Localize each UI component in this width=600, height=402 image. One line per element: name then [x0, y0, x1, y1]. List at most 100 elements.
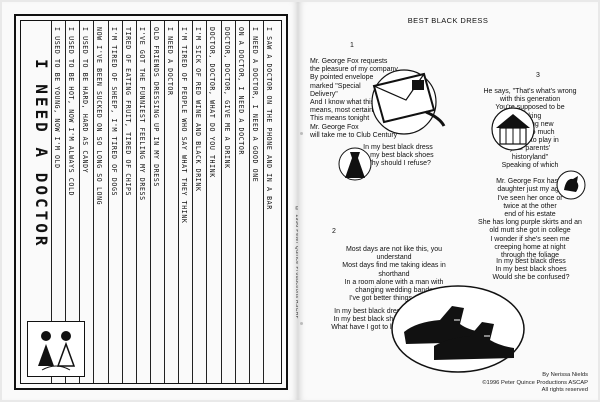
lyric-rule [65, 21, 66, 383]
lyric-line: Most days are not like this, you [345, 246, 443, 253]
lyric-line: I've got better things planned [349, 295, 439, 303]
lyric-line: I USED TO BE HARD, HARD AS CANDY [81, 27, 89, 174]
lyric-line: understand [376, 254, 412, 262]
lyric-line: Would she be confused? [492, 274, 570, 282]
lyric-line: In my best black dress [363, 144, 433, 151]
lyric-line: twice at the other [503, 202, 557, 210]
envelope-illustration-icon [371, 69, 446, 135]
lyric-line: He says, "That's what's wrong [483, 88, 577, 95]
song-title: BEST BLACK DRESS [407, 16, 489, 25]
lyric-rule [93, 21, 94, 383]
lyric-line: What have I got to lose? [331, 324, 407, 332]
lyric-line: TIRED OF EATING FRUIT, TIRED OF CHIPS [124, 27, 132, 197]
lyric-line: end of his estate [504, 211, 556, 219]
lyric-frame-inner: I NEED A DOCTOR I USED TO BE YOUNG, NOW … [20, 20, 282, 384]
lyric-line: creeping home at night [494, 243, 566, 251]
lyric-line: daughter just my age [497, 186, 563, 194]
lyric-line: with this generation [499, 96, 561, 104]
lyric-rule [192, 21, 193, 383]
lyric-line: Mr. George Fox requests [310, 58, 388, 65]
lyric-line: will take me to Club Century [310, 131, 398, 139]
lyric-rule [108, 21, 109, 383]
lyric-line: I'VE GOT THE FUNNIEST FEELING MY DRESS [138, 27, 146, 201]
lyric-line: In my best black shoes [495, 266, 567, 274]
lyric-line: old mutt she got in college [489, 227, 571, 235]
lyric-line: NOW I'VE BEEN SUCKED ON SO LONG SO LONG [95, 27, 103, 206]
lyric-rule [122, 21, 123, 383]
lyric-line: I'M TIRED OF PEOPLE WHO SAY WHAT THEY TH… [180, 27, 188, 224]
lyric-line: In my best black dress [496, 258, 566, 265]
lyric-line: I'M SICK OF RED WINE AND BLACK DRINK [194, 27, 202, 192]
binding-hole [300, 132, 303, 135]
lyric-columns: I USED TO BE YOUNG, NOW I'M OLD I USED TO… [51, 21, 279, 383]
lyric-line: I'M TIRED OF SHEEP, I'M TIRED OF DOGS [110, 27, 118, 197]
lyric-rule [206, 21, 207, 383]
credit-block: By Nerissa Nields ©1996 Peter Quince Pro… [482, 372, 588, 394]
house-illustration-icon [491, 107, 535, 151]
black-shoes-illustration-icon [391, 285, 525, 373]
lyric-line: In my best black dress [334, 308, 404, 315]
credit-author: By Nerissa Nields [542, 372, 588, 379]
lyric-frame: I NEED A DOCTOR I USED TO BE YOUNG, NOW … [14, 14, 300, 390]
lyric-line: OLD FRIENDS DRESSING UP IN MY DRESS [152, 27, 160, 187]
binding-hole [300, 322, 303, 325]
lyric-line: I USED TO BE YOUNG, NOW I'M OLD [53, 27, 61, 169]
lyric-rule [221, 21, 222, 383]
lyric-line: shorthand [378, 270, 410, 278]
lyric-line: And I know what this [310, 99, 375, 107]
lyric-rule [178, 21, 179, 383]
lyric-rule [263, 21, 264, 383]
dress-icon [338, 147, 372, 181]
lyric-rule [235, 21, 236, 383]
lyric-rule [79, 21, 80, 383]
verse-number-1: 1 [350, 42, 354, 49]
lyric-line: I USED TO BE HOT, NOW I'M ALWAYS COLD [67, 27, 75, 197]
lyric-line: Speaking of which [501, 161, 559, 169]
lyric-line: I wonder if she's seen me [490, 235, 570, 243]
lyric-rule [249, 21, 250, 383]
lyric-line: Mr. George Fox [310, 123, 359, 131]
lyric-line: Most days find me taking ideas in [342, 262, 446, 270]
lyric-line: In my best black shoes [362, 152, 434, 160]
lyric-line: Mr. George Fox has a [496, 178, 564, 186]
lyric-line: your parents' [509, 145, 551, 153]
dog-illustration-icon [556, 170, 586, 200]
lyric-line: changing wedding bands [355, 287, 433, 295]
lyric-line: By pointed envelope [310, 74, 374, 82]
left-page: I NEED A DOCTOR I USED TO BE YOUNG, NOW … [2, 2, 300, 400]
lyric-line: You're supposed to be [495, 104, 565, 112]
lyric-line: This means tonight [310, 115, 370, 123]
lyric-line: In my best black shoes [333, 316, 405, 324]
lyric-rule [164, 21, 165, 383]
lyric-rule [51, 21, 52, 383]
left-side-credit: © 1996 Peter Quince Productions ASCAP [294, 206, 300, 320]
credit-rights: All rights reserved [541, 386, 588, 393]
lyric-line: marked "Special [310, 82, 361, 90]
lyric-line: ON A DOCTOR, I NEED A DOCTOR [237, 27, 245, 155]
cartoon-illustration-box [27, 321, 85, 377]
credit-copyright: ©1996 Peter Quince Productions ASCAP [482, 379, 588, 386]
lyric-line: Why should I refuse? [365, 160, 431, 168]
lyric-line: through the foliage [501, 252, 559, 260]
verse-number-2: 2 [332, 228, 336, 235]
lyric-line: historyland" [511, 153, 549, 161]
lyric-line: I've seen her once or [497, 194, 563, 202]
lyric-line: the pleasure of my company [310, 66, 398, 74]
lyric-line: In a room alone with a man with [344, 278, 444, 286]
lyric-line: means, most certainly [310, 107, 379, 115]
lyric-line: She has long purple skirts and an [478, 219, 582, 227]
lyric-rule [150, 21, 151, 383]
lyric-line: DOCTOR, DOCTOR, GIVE ME A DRINK [223, 27, 231, 169]
lyric-rule [136, 21, 137, 383]
lyric-line: DOCTOR, DOCTOR, WHAT DO YOU THINK [208, 27, 216, 178]
lyric-line: I SAW A DOCTOR ON THE PHONE AND IN A BAR [265, 27, 273, 210]
right-page: BEST BLACK DRESS 1 3 2 Mr. George Fox re… [298, 2, 598, 400]
lyric-line: Delivery" [310, 90, 338, 98]
lyric-line: I NEED A DOCTOR [166, 27, 174, 96]
